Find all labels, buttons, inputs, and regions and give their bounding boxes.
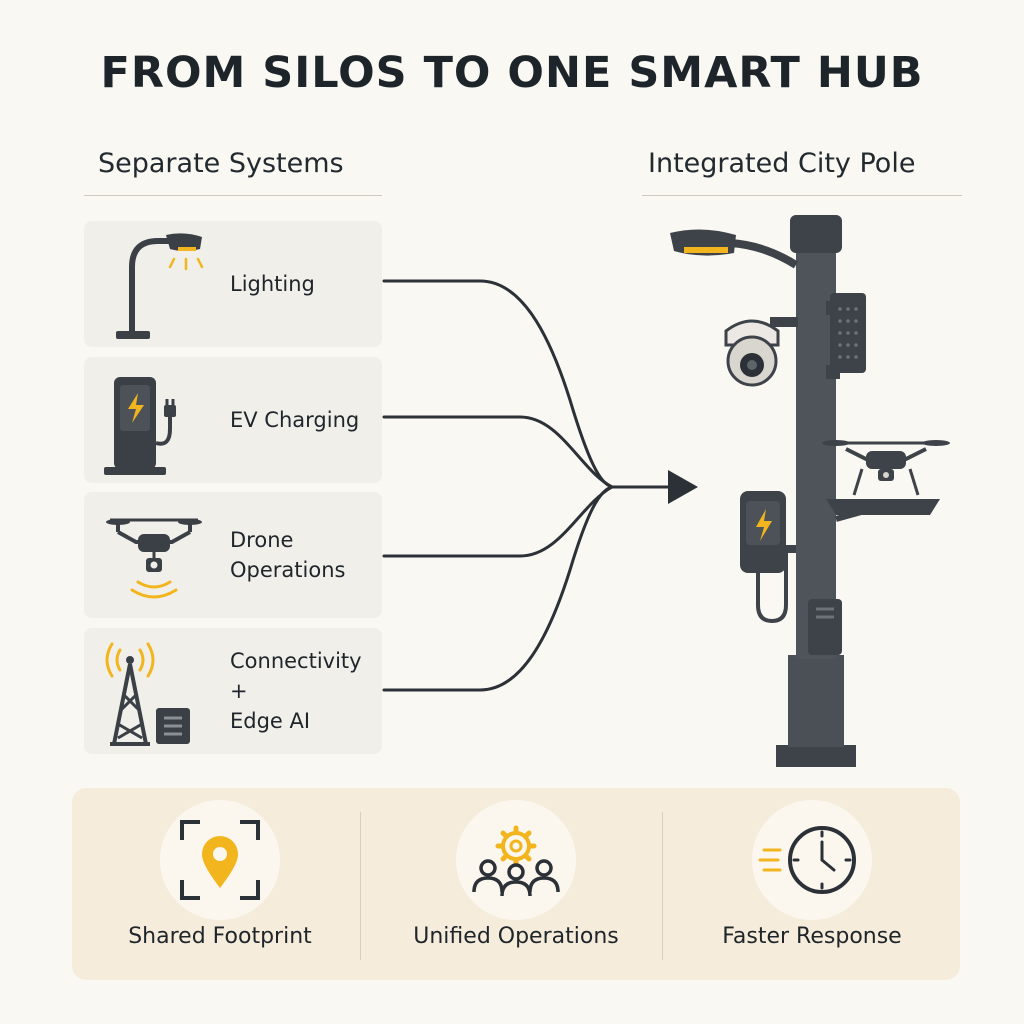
benefit-label: Unified Operations [413, 924, 619, 949]
connector-lighting [382, 279, 614, 489]
camera-housing [724, 319, 780, 347]
benefit-faster-response: Faster Response [664, 788, 960, 980]
benefit-divider [662, 812, 663, 960]
right-heading-rule [642, 195, 962, 196]
system-label-connectivity: Connectivity + Edge AI [230, 649, 362, 733]
ev-charger-icon [104, 377, 176, 475]
pole-base [776, 745, 856, 767]
benefit-icon-circle [752, 800, 872, 920]
team-gear-icon [472, 825, 560, 897]
system-card-lighting: Lighting [84, 221, 382, 347]
lamp-arm [729, 239, 799, 269]
docked-drone-icon [822, 440, 950, 496]
right-column-heading: Integrated City Pole [648, 148, 916, 179]
system-card-connectivity: Connectivity + Edge AI [84, 628, 382, 754]
drone-icon [106, 518, 202, 599]
benefit-icon-circle [160, 800, 280, 920]
lamp-light [684, 247, 728, 253]
location-pin-icon [180, 820, 260, 900]
street-lamp-icon [116, 233, 204, 339]
benefit-icon-circle [456, 800, 576, 920]
system-card-drone: Drone Operations [84, 492, 382, 618]
benefits-panel: Shared Footprint Unified Operat [72, 788, 960, 980]
benefit-label: Faster Response [722, 924, 902, 949]
system-card-ev-charging: EV Charging [84, 357, 382, 483]
page-title: FROM SILOS TO ONE SMART HUB [100, 48, 924, 98]
pole-cap [790, 215, 842, 253]
arrow-head-icon [668, 470, 698, 504]
system-label-drone: Drone Operations [230, 528, 346, 582]
left-column-heading: Separate Systems [98, 148, 344, 179]
benefit-unified-operations: Unified Operations [368, 788, 664, 980]
utility-box-icon [808, 599, 842, 655]
drone-landing-pad [826, 499, 940, 515]
connector-ev [382, 415, 614, 489]
camera-mount [770, 317, 798, 327]
fast-clock-icon [758, 826, 856, 894]
system-label-lighting: Lighting [230, 272, 315, 296]
benefit-shared-footprint: Shared Footprint [72, 788, 368, 980]
connector-connectivity [382, 485, 614, 692]
integrated-smart-pole-illustration [670, 215, 950, 767]
benefit-label: Shared Footprint [128, 924, 312, 949]
benefit-divider [360, 812, 361, 960]
left-heading-rule [84, 195, 382, 196]
pole-lower-section [788, 655, 844, 747]
cell-tower-icon [105, 642, 190, 746]
system-label-ev-charging: EV Charging [230, 408, 360, 432]
